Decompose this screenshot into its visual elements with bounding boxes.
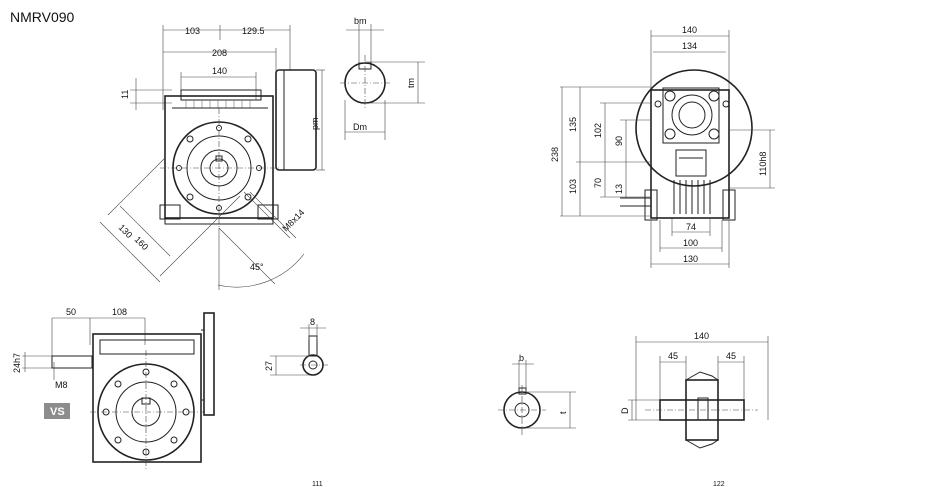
- dim-11: 11: [120, 90, 130, 99]
- dim-output-140: 140: [694, 331, 709, 341]
- dim-140: 140: [212, 66, 227, 76]
- dim-160: 160: [133, 234, 151, 252]
- dim-side-13: 13: [614, 184, 624, 194]
- dim-side-238: 238: [550, 147, 560, 162]
- dim-output-45-left: 45: [668, 351, 678, 361]
- dim-208: 208: [212, 48, 227, 58]
- dim-side-103: 103: [568, 179, 578, 194]
- dim-side-100: 100: [683, 238, 698, 248]
- vs-key-view: 8 27: [264, 317, 328, 376]
- vs-badge: [44, 403, 70, 419]
- hollow-shaft-view: b t: [498, 353, 576, 435]
- dim-dm: Dm: [353, 122, 367, 132]
- dim-129-5: 129.5: [242, 26, 265, 36]
- dim-side-70: 70: [593, 178, 603, 188]
- dim-hollow-t: t: [558, 411, 568, 414]
- dim-vs-key-27: 27: [264, 361, 274, 371]
- output-shaft-view: 140 45 45 D: [620, 331, 769, 449]
- dim-side-74: 74: [686, 222, 696, 232]
- dim-side-134: 134: [682, 41, 697, 51]
- dim-side-135: 135: [568, 117, 578, 132]
- dim-m8x14: M8x14: [280, 207, 306, 233]
- dim-vs-m8: M8: [55, 380, 68, 390]
- dim-bm: bm: [354, 16, 367, 26]
- dim-side-130: 130: [683, 254, 698, 264]
- dim-vs-24h7: 24h7: [12, 353, 22, 373]
- dim-tm: tm: [406, 78, 416, 88]
- dim-side-140: 140: [682, 25, 697, 35]
- dim-vs-50: 50: [66, 307, 76, 317]
- dim-pm: pm: [310, 117, 320, 130]
- dim-bottom-122: 122: [713, 481, 725, 487]
- dim-103: 103: [185, 26, 200, 36]
- dim-output-d: D: [620, 407, 630, 414]
- dim-130: 130: [117, 222, 135, 240]
- dim-hollow-b: b: [519, 353, 524, 363]
- dim-side-90: 90: [614, 136, 624, 146]
- dim-45-deg: 45°: [250, 262, 264, 272]
- dim-side-110h8: 110h8: [758, 152, 768, 176]
- front-view: 103 129.5 208 140 11 pm: [99, 25, 325, 290]
- dim-side-102: 102: [593, 123, 603, 138]
- vs-label: VS: [50, 406, 65, 418]
- drawing-title: NMRV090: [10, 9, 75, 25]
- dim-vs-108: 108: [112, 307, 127, 317]
- vs-view: 50 108 24h7 M8 VS: [12, 307, 215, 470]
- side-view: 140 134 23: [550, 25, 775, 268]
- dim-output-45-right: 45: [726, 351, 736, 361]
- keyway-top-view: bm tm Dm: [340, 16, 425, 140]
- dim-bottom-111: 111: [312, 481, 323, 487]
- dim-vs-key-8: 8: [310, 317, 315, 327]
